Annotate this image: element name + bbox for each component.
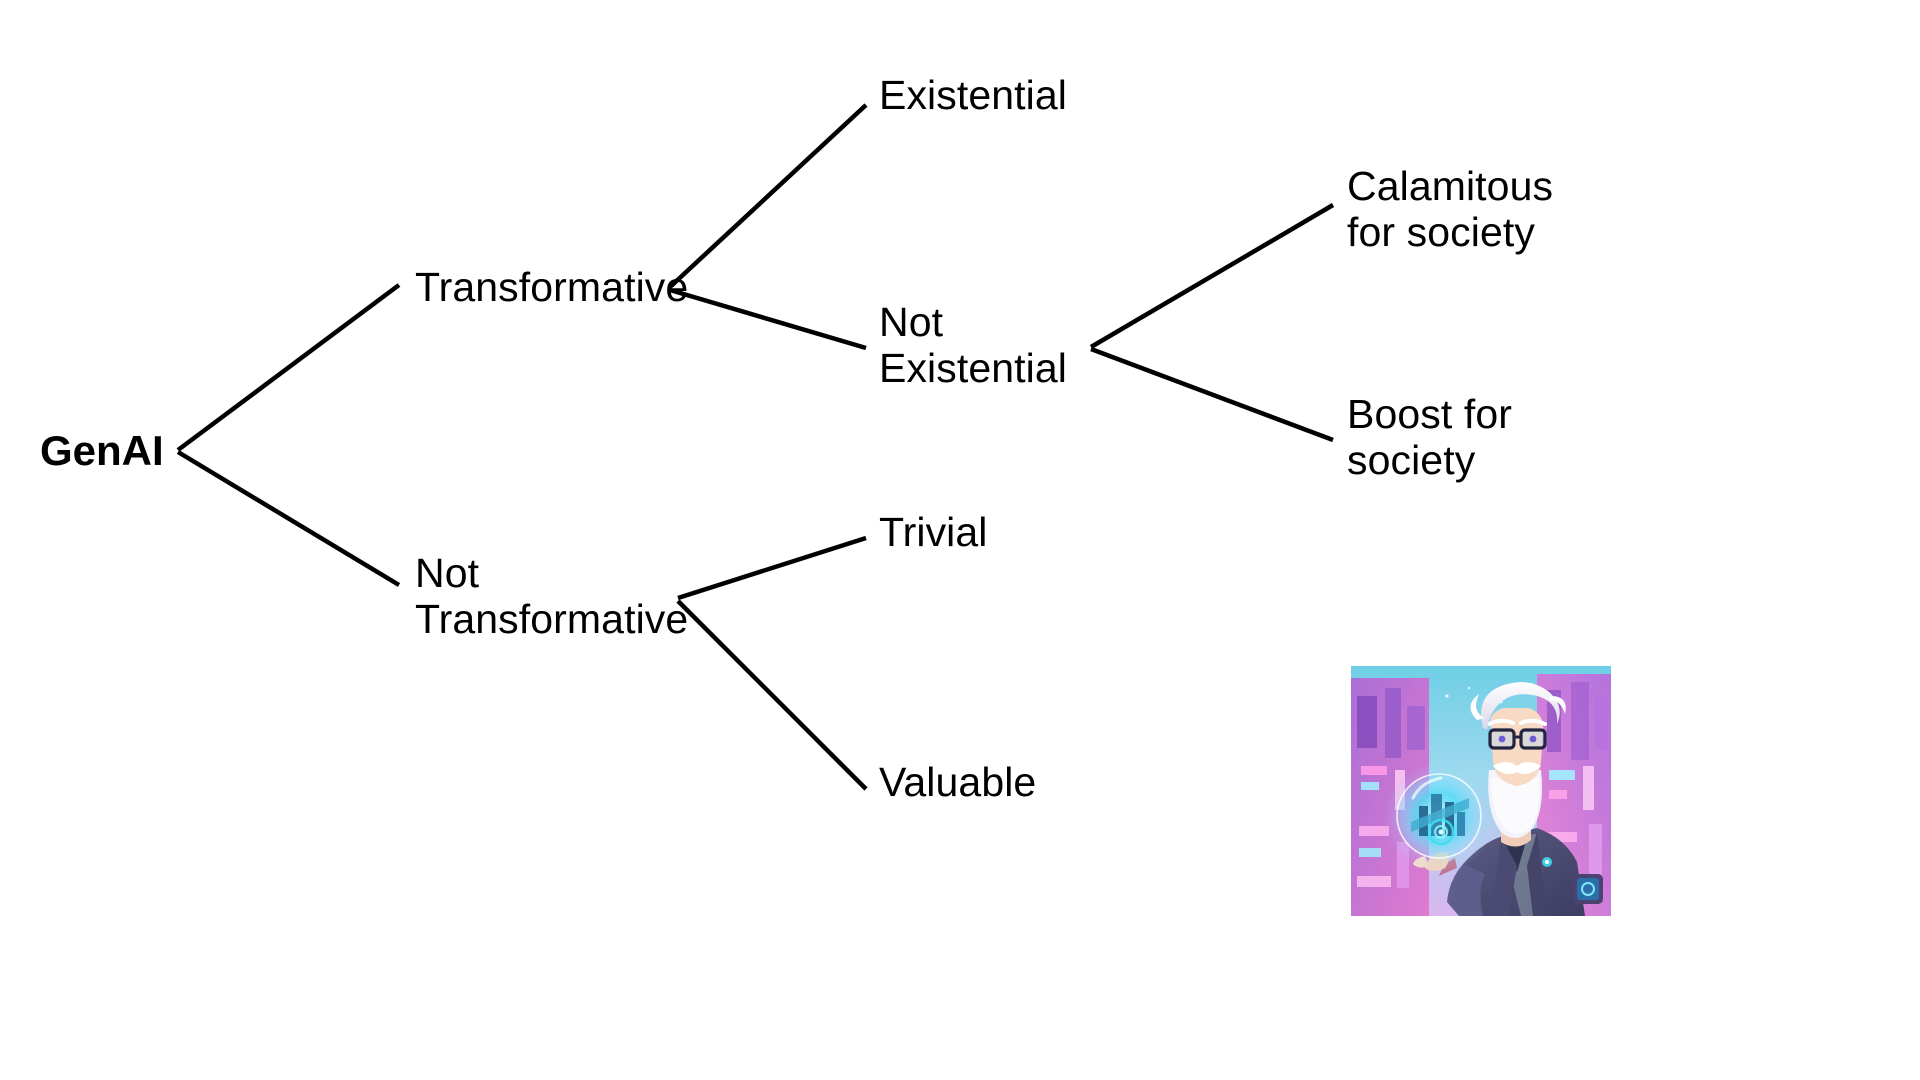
- node-transformative[interactable]: Transformative: [415, 264, 689, 310]
- edge-not-transformative-to-valuable: [676, 599, 868, 791]
- node-calamitous-for-society[interactable]: Calamitous for society: [1347, 163, 1554, 255]
- edge-not-transformative-to-trivial: [677, 535, 867, 601]
- node-trivial[interactable]: Trivial: [879, 509, 988, 555]
- node-existential[interactable]: Existential: [879, 72, 1067, 118]
- node-not-transformative[interactable]: Not Transformative: [415, 550, 689, 642]
- edge-transformative-to-existential: [668, 103, 868, 289]
- edge-transformative-to-not-existential: [669, 287, 867, 351]
- node-boost-for-society[interactable]: Boost for society: [1347, 391, 1512, 483]
- node-genai[interactable]: GenAI: [40, 427, 164, 474]
- edge-genai-to-transformative: [176, 283, 401, 452]
- edge-not-existential-to-boost: [1090, 346, 1334, 443]
- node-not-existential[interactable]: Not Existential: [879, 299, 1067, 391]
- edge-not-existential-to-calamitous: [1089, 203, 1335, 349]
- edge-genai-to-not-transformative: [176, 450, 401, 587]
- artwork-illustration: [1351, 666, 1611, 916]
- ai-scientist-artwork-image: [1351, 666, 1611, 916]
- node-valuable[interactable]: Valuable: [879, 759, 1037, 805]
